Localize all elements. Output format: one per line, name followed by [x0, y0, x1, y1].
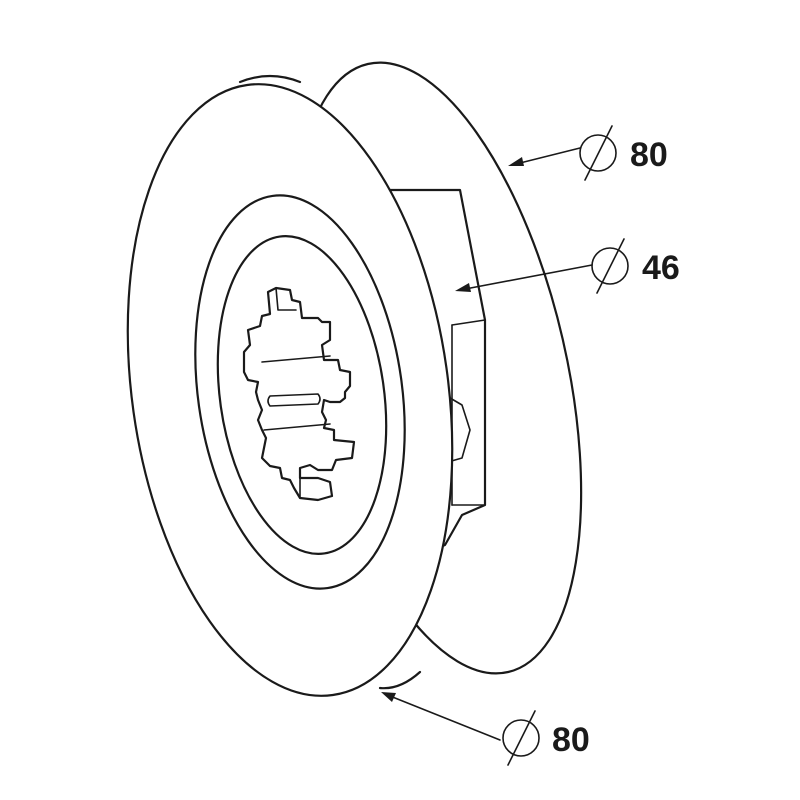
arrowhead-icon — [381, 692, 396, 702]
diameter-symbol-icon — [579, 125, 617, 181]
arrowhead-icon — [508, 157, 524, 166]
dimension-hub: 46 — [455, 238, 680, 294]
diameter-symbol-icon — [591, 238, 629, 294]
dimension-label-hub: 46 — [642, 249, 680, 287]
arrowhead-icon — [455, 283, 471, 292]
dimension-label-outer-bottom: 80 — [552, 721, 590, 759]
dimension-outer-bottom: 80 — [381, 692, 590, 766]
splined-bore — [242, 286, 356, 502]
dimension-label-outer-top: 80 — [630, 136, 668, 174]
diameter-symbol-icon — [502, 710, 540, 766]
dimension-outer-top: 80 — [508, 125, 668, 181]
